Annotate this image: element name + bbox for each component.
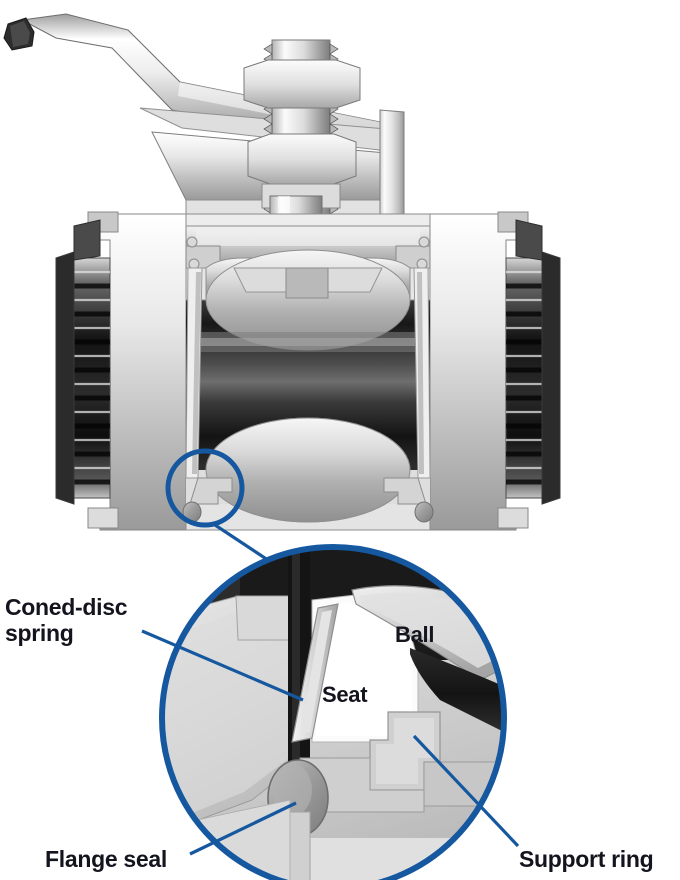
ball-closure-element: [182, 249, 434, 523]
detail-circle-border: [159, 544, 507, 880]
valve-main-illustration: [3, 13, 561, 576]
label-seat: Seat: [322, 682, 368, 707]
leader-coned-disc-spring: [141, 629, 304, 702]
male-pipe-thread-right: [505, 219, 561, 505]
label-support-ring: Support ring: [519, 846, 654, 872]
label-coned-disc-spring: Coned-disc spring: [5, 594, 128, 646]
label-leader-lines: [141, 629, 520, 856]
male-pipe-thread-left: [55, 219, 111, 505]
leader-flange-seal: [189, 801, 297, 856]
leader-support-ring: [412, 734, 520, 848]
magnified-detail-view: [159, 544, 507, 880]
valve-body: [87, 211, 529, 531]
label-ball: Ball: [395, 622, 435, 647]
detail-callout-marker: [165, 448, 245, 528]
label-flange-seal: Flange seal: [45, 846, 167, 872]
